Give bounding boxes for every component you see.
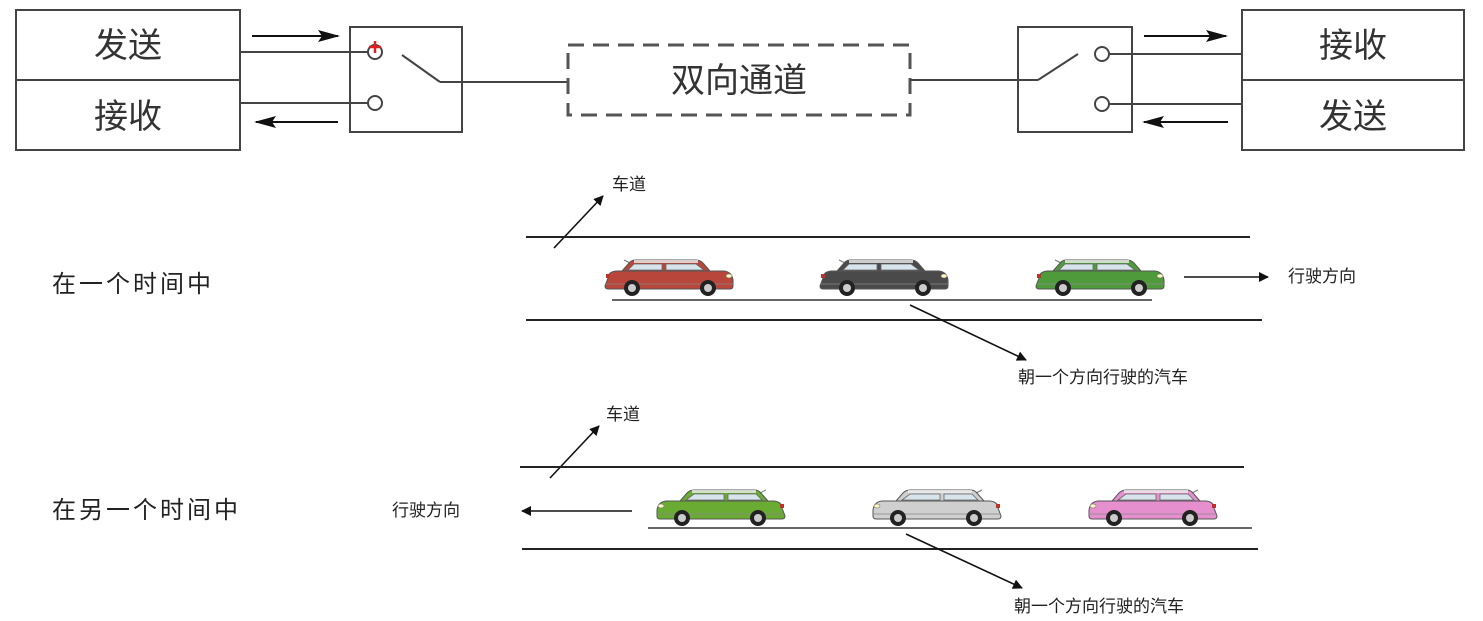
right-switch-contact-bottom [1094,96,1110,112]
scene2-lane-arrow [549,425,600,479]
cursor-plus-icon [369,41,381,53]
scene1-caption: 在一个时间中 [52,270,214,298]
right-switch-contact-top [1094,46,1110,62]
scene2-direction-label: 行驶方向 [392,501,460,521]
right-receive-label: 接收 [1319,26,1387,66]
channel-label: 双向通道 [671,61,807,101]
right-switch [1017,26,1133,133]
right-receive-box [1241,9,1465,81]
scene1-car-red [604,259,734,296]
left-switch [349,26,463,133]
scene1-lane-label: 车道 [612,175,646,195]
left-send-label: 发送 [94,26,162,66]
scene2-cars-label: 朝一个方向行驶的汽车 [1014,597,1184,617]
bidirectional-channel: 双向通道 [566,43,912,117]
left-receive-box [15,79,241,151]
left-receive-label: 接收 [94,97,162,137]
right-switch-lever [1037,53,1079,81]
left-send-box [15,9,241,81]
scene1-lane-arrow [553,195,604,249]
scene2-lane-label: 车道 [606,405,640,425]
left-station: 发送 接收 [15,9,241,151]
right-station: 接收 发送 [1241,9,1465,151]
scene1-direction-label: 行驶方向 [1288,267,1356,287]
scene2-cars-arrow [905,533,1023,589]
scene1-cars-label: 朝一个方向行驶的汽车 [1018,368,1188,388]
scene-one-time: 在一个时间中 车道 行驶方向 朝一个方向行驶的汽车 [52,175,1356,388]
scene1-car-green [1035,259,1165,296]
scene2-car-green [656,489,786,526]
left-switch-lever [401,54,441,83]
top-transceiver-diagram: 发送 接收 双向通道 [15,9,1465,151]
scene-another-time: 在另一个时间中 车道 行驶方向 朝一个方向行驶的汽车 [52,405,1258,617]
scene1-cars-arrow [909,304,1027,361]
scene2-caption: 在另一个时间中 [52,496,241,524]
left-switch-contact-bottom [367,95,383,111]
right-send-label: 发送 [1319,97,1387,137]
scene2-car-pink [1088,489,1218,526]
scene1-car-black [819,259,949,296]
scene2-car-silver [872,489,1002,526]
right-send-box [1241,79,1465,151]
